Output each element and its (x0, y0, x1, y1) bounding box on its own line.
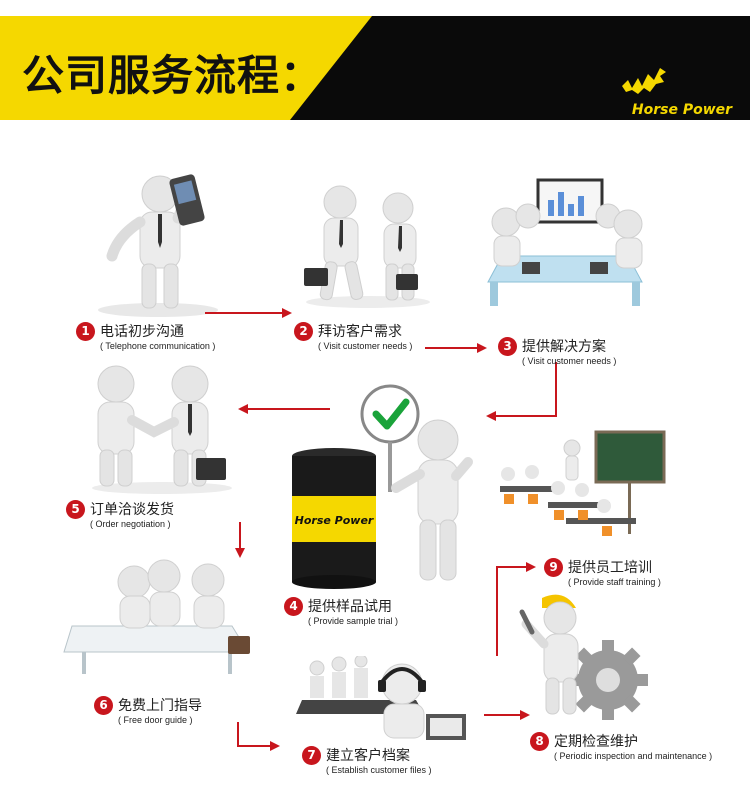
training-illustration (500, 430, 666, 536)
step-subtitle: ( Order negotiation ) (90, 519, 171, 529)
sample-trial-illustration: Horse Power (292, 384, 473, 589)
step-number-badge: 4 (284, 597, 303, 616)
step-title: 订单洽谈发货 (90, 502, 174, 518)
step-number-badge: 6 (94, 696, 113, 715)
horse-icon (622, 68, 666, 94)
step-title: 建立客户档案 (326, 748, 410, 764)
step-subtitle: ( Visit customer needs ) (318, 341, 413, 351)
phone-call-illustration (98, 174, 218, 317)
step-number-badge: 3 (498, 337, 517, 356)
step-title: 提供样品试用 (308, 599, 392, 615)
step-subtitle: ( Telephone communication ) (100, 341, 216, 351)
step-number-badge: 2 (294, 322, 313, 341)
door-guide-illustration (63, 559, 250, 674)
step-number-badge: 9 (544, 558, 563, 577)
handshake-illustration (92, 365, 232, 494)
step-number-badge: 7 (302, 746, 321, 765)
arrow-6-to-7 (237, 722, 280, 751)
maintenance-illustration (519, 594, 648, 720)
step-title: 提供员工培训 (568, 560, 652, 576)
arrow-8-to-9 (496, 562, 536, 656)
step-subtitle: ( Free door guide ) (118, 715, 193, 725)
customer-files-illustration (296, 656, 466, 740)
step-title: 定期检查维护 (554, 734, 638, 750)
page-title: 公司服务流程： (22, 51, 324, 100)
step-title: 免费上门指导 (118, 698, 202, 714)
step-number-badge: 5 (66, 500, 85, 519)
step-subtitle: ( Provide staff training ) (568, 577, 661, 587)
step-subtitle: ( Provide sample trial ) (308, 616, 399, 626)
step-subtitle: ( Establish customer files ) (326, 765, 432, 775)
meeting-illustration (487, 178, 643, 306)
step-number-badge: 1 (76, 322, 95, 341)
visit-illustration (304, 185, 430, 308)
step-title: 电话初步沟通 (100, 324, 184, 340)
step-title: 拜访客户需求 (318, 324, 402, 340)
barrel-label: Horse Power (295, 514, 374, 527)
step-title: 提供解决方案 (522, 339, 606, 355)
step-subtitle: ( Visit customer needs ) (522, 356, 617, 366)
step-number-badge: 8 (530, 732, 549, 751)
brand-logo: Horse Power (620, 62, 744, 132)
brand-name: Horse Power (631, 102, 733, 118)
banner-background (0, 16, 750, 120)
header-banner: 公司服务流程： Horse Power (0, 16, 750, 120)
arrow-3-to-4 (486, 362, 557, 421)
step-subtitle: ( Periodic inspection and maintenance ) (554, 751, 713, 761)
